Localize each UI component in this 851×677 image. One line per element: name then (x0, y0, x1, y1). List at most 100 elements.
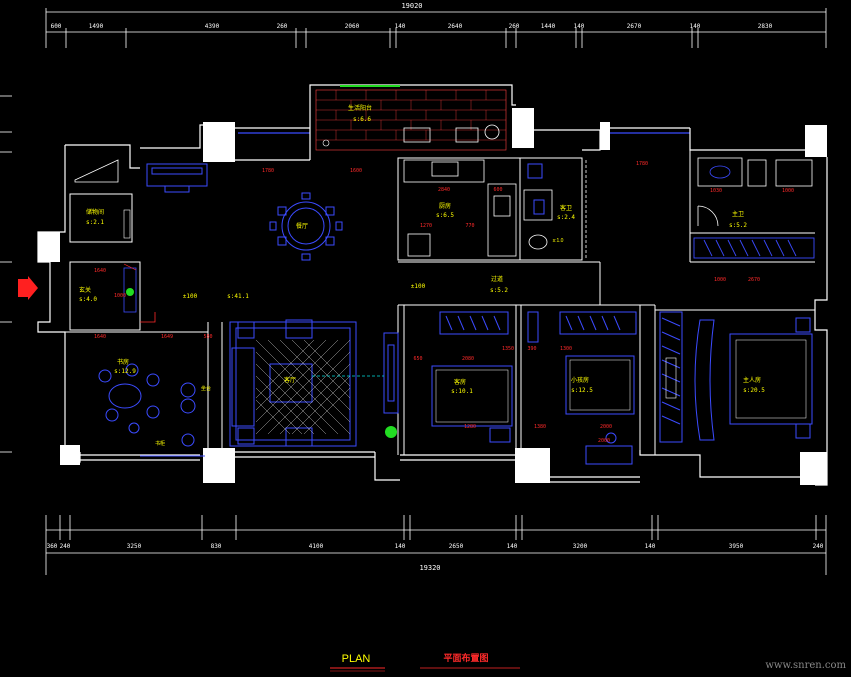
inner-dim-6: 770 (465, 223, 474, 229)
foyer (123, 263, 137, 313)
top-dim-5: 2060 (345, 23, 360, 30)
inner-dim-5: 1270 (420, 223, 432, 229)
bottom-dim-8: 140 (507, 543, 518, 550)
master-area: s:20.5 (743, 387, 765, 394)
foyer-label: 玄关 (79, 286, 91, 294)
inner-dim-2: 1600 (350, 168, 362, 174)
inner-dim-20: 1300 (560, 346, 572, 352)
bottom-dim-5: 4100 (309, 543, 324, 550)
inner-dim-14: 580 (203, 334, 212, 340)
corridor-area: s:5.2 (490, 287, 508, 294)
plan-label: PLAN (342, 653, 371, 665)
bottom-dim-6: 140 (395, 543, 406, 550)
bottom-dim-7: 2650 (449, 543, 464, 550)
watermark: www.snren.com (765, 660, 846, 671)
seat-label: 坐台 (201, 385, 211, 392)
bedroom-label: 客房 (454, 378, 466, 386)
storage-label: 储物间 (86, 208, 104, 216)
top-dim-2: 1490 (89, 23, 104, 30)
study-label: 书房 (117, 358, 129, 366)
bottom-dim-2: 240 (60, 543, 71, 550)
top-dim-13: 2830 (758, 23, 773, 30)
plan-title: 平面布置图 (443, 652, 488, 663)
level-marker (140, 312, 156, 323)
storage-room (74, 159, 131, 239)
inner-dim-8: 1030 (710, 188, 722, 194)
study-furniture (98, 363, 205, 457)
balcony-hatch (315, 85, 507, 151)
inner-dim-3: 2840 (438, 187, 450, 193)
bottom-dim-9: 3200 (573, 543, 588, 550)
inner-dim-16: 2080 (462, 356, 474, 362)
balcony-label: 生活阳台 (348, 104, 372, 112)
kitchen-fixtures (403, 159, 517, 257)
kitchen-label: 厨房 (439, 202, 451, 210)
inner-dim-23: 2000 (598, 438, 610, 444)
inner-dim-9: 1000 (782, 188, 794, 194)
top-dim-10: 140 (574, 23, 585, 30)
inner-dim-7: 1780 (636, 161, 648, 167)
top-dim-9: 1440 (541, 23, 556, 30)
outer-walls (37, 84, 828, 486)
inner-dim-17: 1350 (502, 346, 514, 352)
inner-dim-11: 1640 (94, 334, 106, 340)
bottom-dim-11: 3950 (729, 543, 744, 550)
living-furniture (146, 163, 399, 447)
guest-bath-fixtures (523, 160, 587, 258)
top-dim-1: 600 (51, 23, 62, 30)
kids-room-furniture (527, 311, 637, 465)
master-bath-fixtures (697, 157, 813, 227)
top-dim-8: 260 (509, 23, 520, 30)
inner-dim-4: 600 (493, 187, 502, 193)
bottom-dimension-chain (45, 515, 827, 575)
inner-dim-22: 1280 (464, 424, 476, 430)
top-dim-4: 260 (277, 23, 288, 30)
top-dim-12: 140 (690, 23, 701, 30)
inner-dim-21: 2000 (600, 424, 612, 430)
balcony2-area: s:1.0 (553, 238, 564, 244)
entrance-arrow (18, 276, 38, 300)
storage-area: s:2.1 (86, 219, 104, 226)
kids-area: s:12.5 (571, 387, 593, 394)
bookshelf-label: 书柜 (155, 440, 165, 447)
living-area: s:41.1 (227, 293, 249, 300)
corridor-level: ±100 (411, 283, 426, 290)
guest-bath-label: 客卫 (560, 204, 572, 212)
inner-walls (65, 150, 815, 455)
kitchen-area: s:6.5 (436, 212, 454, 219)
bottom-dim-12: 240 (813, 543, 824, 550)
top-dim-11: 2670 (627, 23, 642, 30)
inner-dim-10: 1640 (94, 268, 106, 274)
corridor-label: 过道 (491, 275, 503, 283)
top-dim-6: 140 (395, 23, 406, 30)
bottom-dim-3: 3250 (127, 543, 142, 550)
study-area: s:12.9 (114, 368, 136, 375)
balcony-area: s:6.6 (353, 116, 371, 123)
plant-icon (385, 426, 397, 438)
top-dimension-chain (45, 8, 827, 48)
bedroom-area: s:10.1 (451, 388, 473, 395)
inner-dim-13: 1649 (161, 334, 173, 340)
top-dim-7: 2640 (448, 23, 463, 30)
master-bath-area: s:5.2 (729, 222, 747, 229)
top-dim-3: 4390 (205, 23, 220, 30)
inner-dim-24: 2670 (748, 277, 760, 283)
wardrobe-top (693, 237, 815, 259)
bottom-total-dimension: 19320 (419, 564, 440, 572)
dining-label: 餐厅 (296, 222, 308, 230)
inner-dim-12: 1000 (114, 293, 126, 299)
guest-bath-blue (527, 163, 545, 215)
bottom-dim-10: 140 (645, 543, 656, 550)
left-ticks (0, 95, 12, 453)
master-bath-label: 主卫 (732, 210, 744, 218)
inner-dim-1: 1780 (262, 168, 274, 174)
master-label: 主人房 (743, 376, 761, 384)
living-level: ±100 (183, 293, 198, 300)
guest-bath-area: s:2.4 (557, 214, 575, 221)
inner-dim-15: 650 (413, 356, 422, 362)
kids-label: 小孩房 (571, 376, 589, 384)
foyer-area: s:4.0 (79, 296, 97, 303)
bottom-dim-1: 360 (47, 543, 58, 550)
